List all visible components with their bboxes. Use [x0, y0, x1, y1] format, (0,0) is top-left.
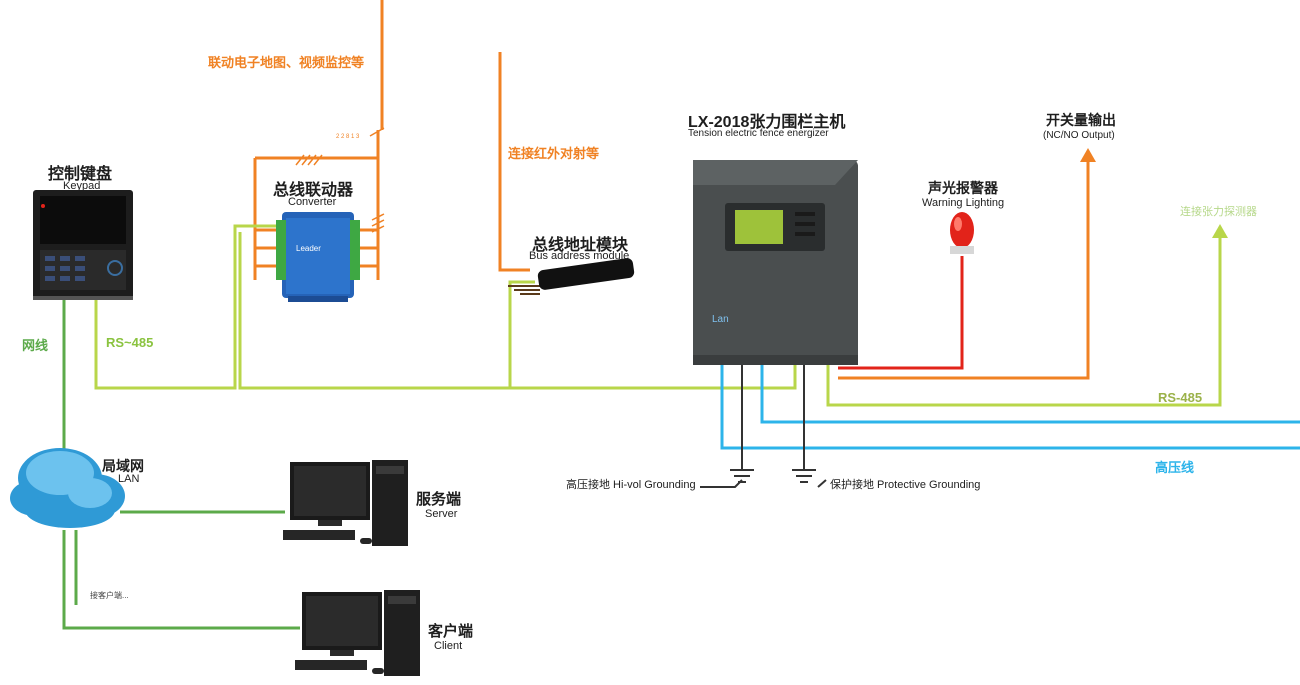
label-connect-ir: 连接红外对射等: [508, 146, 600, 161]
label-converter-cn: 总线联动器: [273, 182, 354, 199]
label-bus-module-en: Bus address module: [529, 250, 630, 262]
label-client-cn: 客户端: [428, 623, 474, 640]
rs485-to-host: [510, 365, 797, 390]
orange-top-vertical: [376, 0, 384, 280]
converter-device: [276, 212, 360, 302]
hatch-1: [295, 154, 323, 166]
orange-switch-output: [838, 160, 1090, 380]
label-alarm-cn: 声光报警器: [928, 180, 998, 196]
hv-wires: [720, 365, 1300, 450]
label-hv-ground: 高压接地 Hi-vol Grounding: [566, 479, 696, 491]
label-network-cable: 网线: [22, 338, 49, 353]
label-switch-cn: 开关量输出: [1046, 112, 1116, 128]
orange-ir-line: [498, 52, 530, 272]
label-client-en: Client: [434, 640, 463, 652]
label-converter-en: Converter: [288, 196, 337, 208]
client-pc: [295, 590, 420, 676]
hatch-2: [371, 213, 385, 233]
label-switch-en: (NC/NO Output): [1043, 130, 1115, 141]
keypad-device: [33, 190, 133, 300]
server-pc: [283, 460, 408, 546]
rs485-wires: [94, 224, 1228, 407]
net-client: [62, 530, 300, 630]
label-server-en: Server: [425, 508, 458, 520]
label-host-en: Tension electric fence energizer: [688, 128, 829, 139]
label-converter-brand: Leader: [296, 244, 321, 253]
rs485-keypad: [94, 224, 285, 390]
rs485-arrow-head: [1212, 224, 1228, 238]
label-rs485-right: RS-485: [1158, 390, 1203, 405]
label-linkage-map: 联动电子地图、视频监控等: [208, 55, 365, 70]
label-host-brand: Lan: [712, 314, 729, 325]
label-lan-en: LAN: [118, 473, 140, 485]
label-keypad-cn: 控制键盘: [48, 166, 113, 183]
label-host-cn: LX-2018张力围栏主机: [688, 114, 846, 131]
orange-arrow-head: [1080, 148, 1096, 162]
warning-light-device: [950, 212, 974, 254]
alarm-wire: [838, 256, 964, 370]
label-server-cn: 服务端: [416, 491, 462, 508]
label-hv-line: 高压线: [1155, 460, 1195, 475]
label-small-mark: 2 2 8 1 3: [336, 134, 360, 140]
label-tension-detector: 连接张力探测器: [1180, 206, 1257, 218]
label-lan-cn: 局域网: [102, 458, 144, 474]
lan-cloud: [10, 448, 125, 528]
orange-converter-lines: [255, 228, 378, 268]
label-alarm-en: Warning Lighting: [922, 197, 1005, 209]
label-protect-ground: 保护接地 Protective Grounding: [830, 479, 981, 491]
rs485-right: [826, 234, 1222, 407]
label-keypad-en: Keypad: [63, 180, 101, 192]
ground-wires: [700, 365, 827, 488]
hatch-3: [369, 127, 385, 137]
host-device: [693, 160, 858, 365]
label-bus-module-cn: 总线地址模块: [532, 237, 629, 254]
label-rs485-left: RS~485: [106, 335, 154, 350]
orange-converter-frame: [253, 156, 378, 280]
orange-wires: [253, 0, 1096, 380]
network-wires: [62, 300, 300, 630]
bus-module-device: [537, 258, 635, 290]
label-more-clients: 接客户端...: [90, 591, 129, 600]
bus-module-cables: [508, 285, 540, 295]
